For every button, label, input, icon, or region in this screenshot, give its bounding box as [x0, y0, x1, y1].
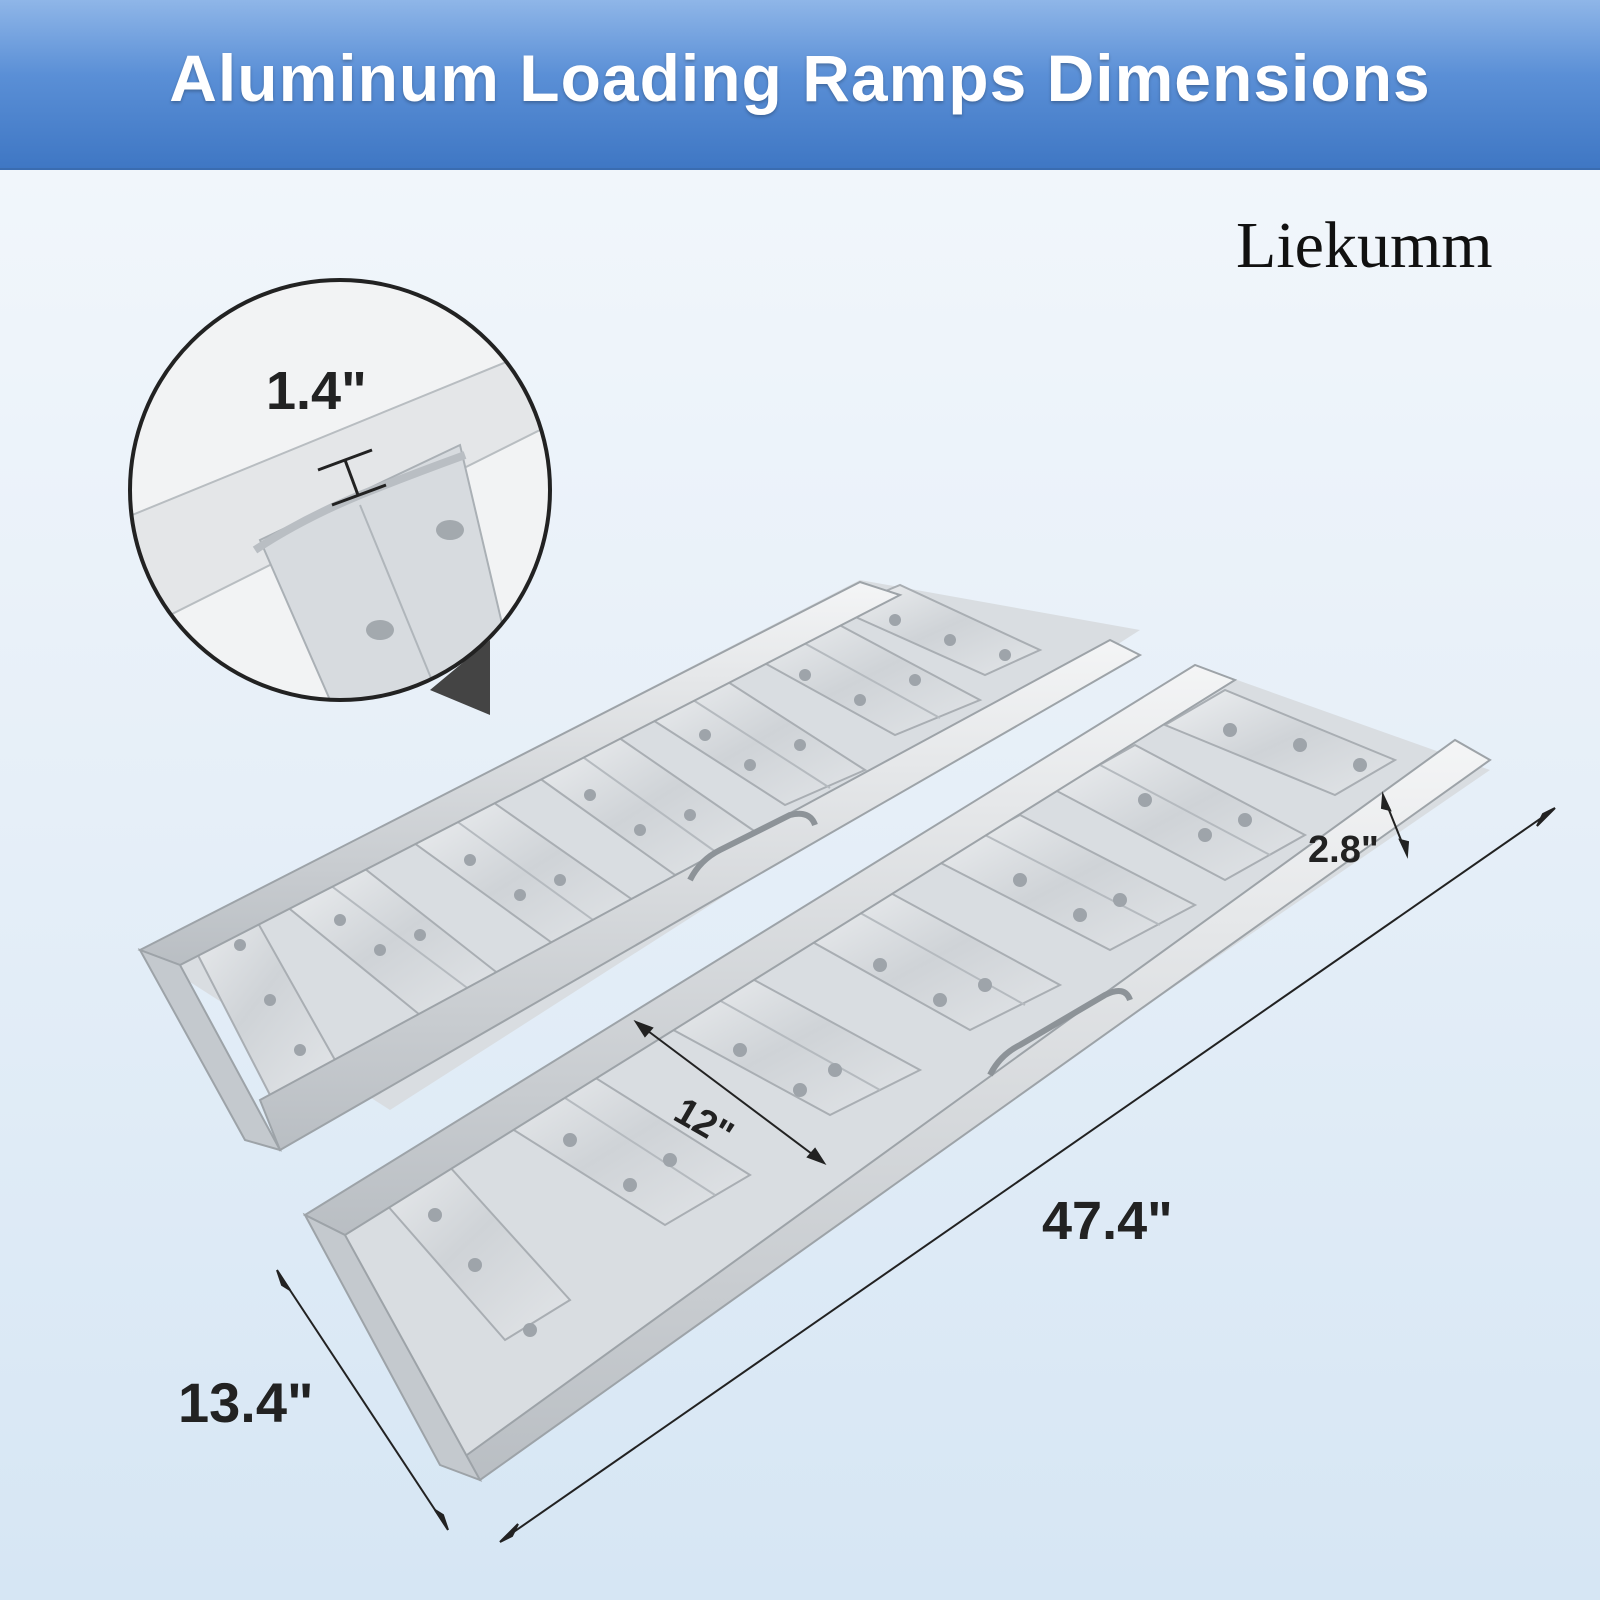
page-title: Aluminum Loading Ramps Dimensions: [169, 41, 1431, 115]
side-height-label: 2.8": [1308, 829, 1379, 871]
ramp-right: [302, 663, 1492, 1482]
rail-height-label: 1.4": [266, 361, 367, 421]
length-label: 47.4": [1042, 1191, 1173, 1251]
dimension-lines: [276, 791, 1556, 1543]
width-label: 13.4": [178, 1371, 314, 1434]
ramp-left: [137, 580, 1143, 1152]
detail-zoom-inset: [128, 278, 552, 715]
title-banner: Aluminum Loading Ramps Dimensions: [0, 0, 1600, 170]
brand-name: Liekumm: [1236, 209, 1493, 282]
